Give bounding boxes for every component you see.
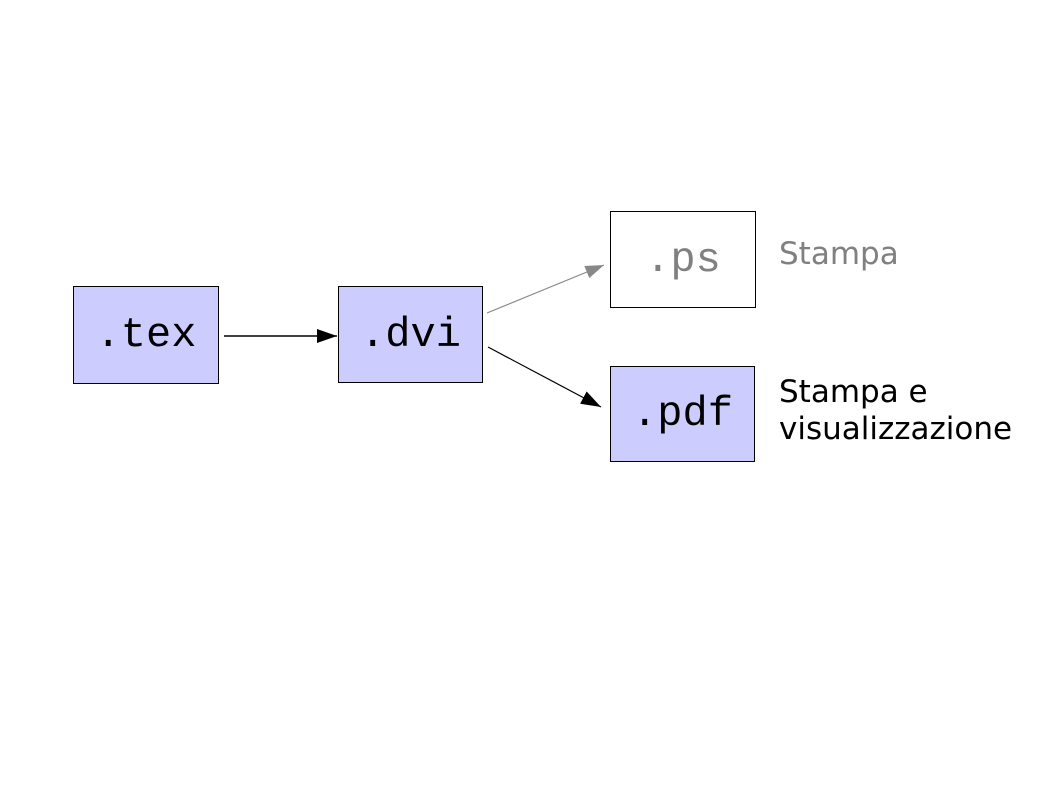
annotation-ps-line: Stampa — [779, 236, 899, 272]
arrow-dvi-to-pdf — [487, 346, 602, 408]
node-pdf: .pdf — [610, 366, 755, 462]
node-ps: .ps — [610, 211, 756, 308]
annotation-pdf-line-2: visualizzazione — [779, 411, 1013, 447]
annotation-ps: Stampa — [779, 236, 899, 273]
arrow-dvi-to-ps — [486, 264, 605, 314]
annotation-pdf-line-1: Stampa e — [779, 374, 928, 410]
node-tex: .tex — [73, 286, 219, 384]
annotation-pdf: Stampa e visualizzazione — [779, 374, 1012, 448]
node-dvi: .dvi — [338, 286, 483, 383]
